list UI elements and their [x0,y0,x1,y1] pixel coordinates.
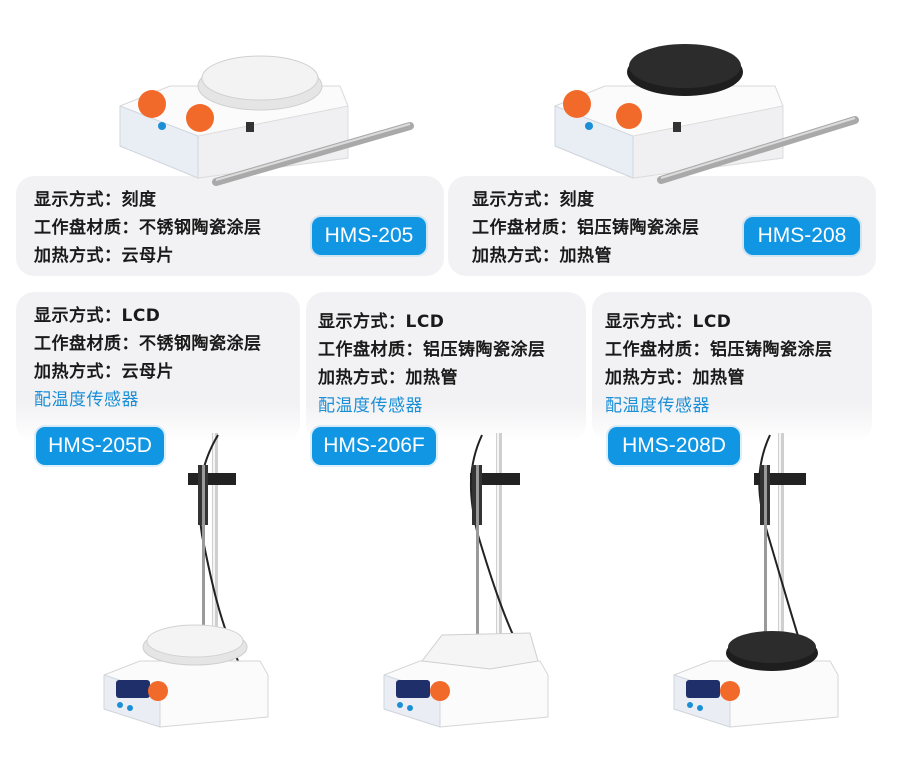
spec-plate-material: 工作盘材质：铝压铸陶瓷涂层 [318,340,546,360]
product-card-hms-205d [16,292,300,442]
hms-205-device-image [110,28,430,198]
hms-206f-device-image [370,425,570,730]
hms-208-device-image [545,28,865,198]
spec-display: 显示方式：刻度 [472,190,595,210]
model-badge-hms-206f: HMS-206F [312,427,436,465]
spec-sensor-note: 配温度传感器 [34,390,139,410]
spec-list-hms-208d: 显示方式：LCD 工作盘材质：铝压铸陶瓷涂层 加热方式：加热管 配温度传感器 [605,308,833,420]
model-badge-hms-205: HMS-205 [312,217,426,255]
spec-list-hms-205d: 显示方式：LCD 工作盘材质：不锈钢陶瓷涂层 加热方式：云母片 配温度传感器 [34,302,262,414]
spec-heating: 加热方式：云母片 [34,362,174,382]
spec-sensor-note: 配温度传感器 [318,396,423,416]
hms-205d-device-image [90,425,290,730]
model-badge-hms-208: HMS-208 [744,217,860,255]
spec-heating: 加热方式：加热管 [472,246,612,266]
stir-bar-rod [655,112,865,188]
spec-display: 显示方式：LCD [318,312,445,332]
spec-display: 显示方式：LCD [605,312,732,332]
stir-bar-rod [210,118,420,188]
model-badge-hms-208d: HMS-208D [608,427,740,465]
spec-plate-material: 工作盘材质：铝压铸陶瓷涂层 [605,340,833,360]
spec-plate-material: 工作盘材质：铝压铸陶瓷涂层 [472,218,700,238]
spec-display: 显示方式：刻度 [34,190,157,210]
spec-list-hms-205: 显示方式：刻度 工作盘材质：不锈钢陶瓷涂层 加热方式：云母片 [34,186,262,270]
spec-heating: 加热方式：云母片 [34,246,174,266]
spec-heating: 加热方式：加热管 [605,368,745,388]
hms-208d-device-image [660,425,860,730]
spec-plate-material: 工作盘材质：不锈钢陶瓷涂层 [34,218,262,238]
spec-list-hms-206f: 显示方式：LCD 工作盘材质：铝压铸陶瓷涂层 加热方式：加热管 配温度传感器 [318,308,546,420]
spec-list-hms-208: 显示方式：刻度 工作盘材质：铝压铸陶瓷涂层 加热方式：加热管 [472,186,700,270]
product-card-hms-206f [306,292,586,442]
product-card-hms-208d [592,292,872,442]
spec-heating: 加热方式：加热管 [318,368,458,388]
spec-plate-material: 工作盘材质：不锈钢陶瓷涂层 [34,334,262,354]
spec-sensor-note: 配温度传感器 [605,396,710,416]
spec-display: 显示方式：LCD [34,306,161,326]
model-badge-hms-205d: HMS-205D [36,427,164,465]
